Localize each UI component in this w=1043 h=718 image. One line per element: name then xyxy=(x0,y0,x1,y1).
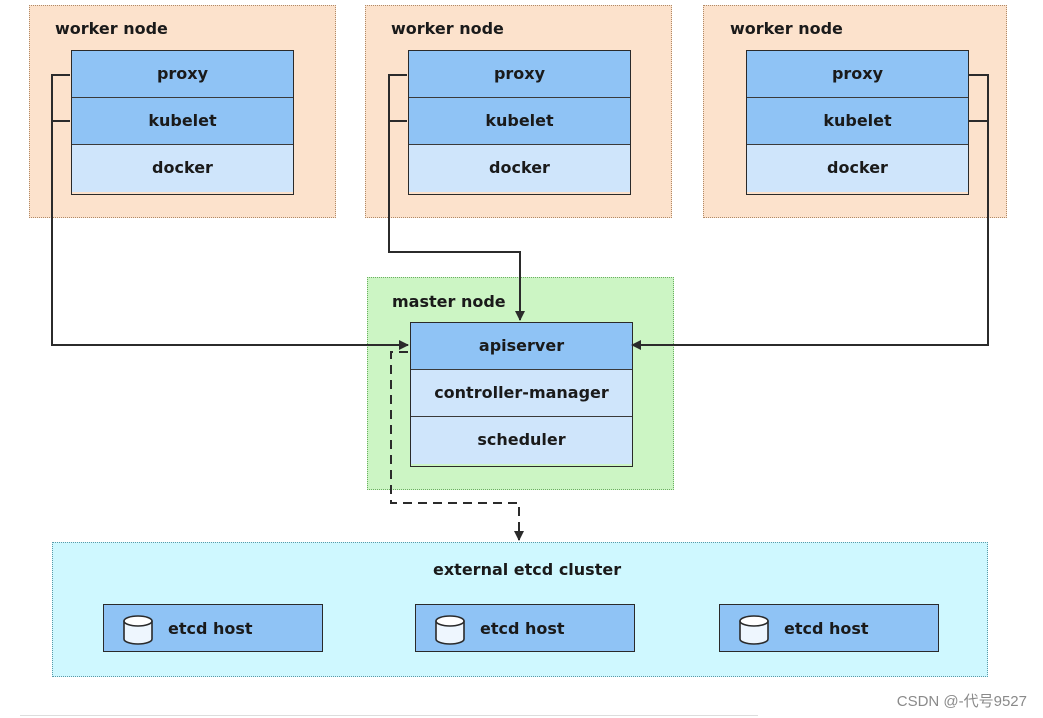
worker-component-stack: proxy kubelet docker xyxy=(71,50,294,195)
etcd-host: etcd host xyxy=(103,604,323,652)
etcd-host: etcd host xyxy=(719,604,939,652)
proxy-component: proxy xyxy=(747,51,968,98)
csdn-watermark: CSDN @-代号9527 xyxy=(896,693,1027,710)
etcd-cluster-title: external etcd cluster xyxy=(433,560,622,579)
etcd-cluster: external etcd cluster etcd host etcd hos… xyxy=(52,542,988,677)
kubelet-component: kubelet xyxy=(747,98,968,145)
docker-component: docker xyxy=(72,145,293,192)
etcd-host: etcd host xyxy=(415,604,635,652)
worker-node-title: worker node xyxy=(730,19,843,38)
controller-manager-component: controller-manager xyxy=(411,370,632,417)
apiserver-component: apiserver xyxy=(411,323,632,370)
apiserver-to-etcd-line xyxy=(390,351,524,541)
master-node-title: master node xyxy=(392,292,506,311)
master-component-stack: apiserver controller-manager scheduler xyxy=(410,322,633,467)
docker-component: docker xyxy=(409,145,630,192)
etcd-host-label: etcd host xyxy=(784,619,869,638)
master-node: master node apiserver controller-manager… xyxy=(367,277,674,490)
worker-node-2: worker node proxy kubelet docker xyxy=(365,5,672,218)
database-icon xyxy=(435,615,465,645)
kubelet-component: kubelet xyxy=(409,98,630,145)
docker-component: docker xyxy=(747,145,968,192)
etcd-host-label: etcd host xyxy=(480,619,565,638)
kubelet-component: kubelet xyxy=(72,98,293,145)
worker2-to-apiserver-line xyxy=(388,74,520,320)
worker-node-3: worker node proxy kubelet docker xyxy=(703,5,1007,218)
worker3-to-apiserver-line xyxy=(632,74,989,345)
worker-component-stack: proxy kubelet docker xyxy=(746,50,969,195)
etcd-host-label: etcd host xyxy=(168,619,253,638)
proxy-component: proxy xyxy=(72,51,293,98)
worker1-to-apiserver-line xyxy=(51,74,408,345)
proxy-component: proxy xyxy=(409,51,630,98)
worker-node-title: worker node xyxy=(391,19,504,38)
worker-node-1: worker node proxy kubelet docker xyxy=(29,5,336,218)
scheduler-component: scheduler xyxy=(411,417,632,464)
worker-node-title: worker node xyxy=(55,19,168,38)
divider xyxy=(20,715,758,716)
database-icon xyxy=(123,615,153,645)
database-icon xyxy=(739,615,769,645)
worker-component-stack: proxy kubelet docker xyxy=(408,50,631,195)
